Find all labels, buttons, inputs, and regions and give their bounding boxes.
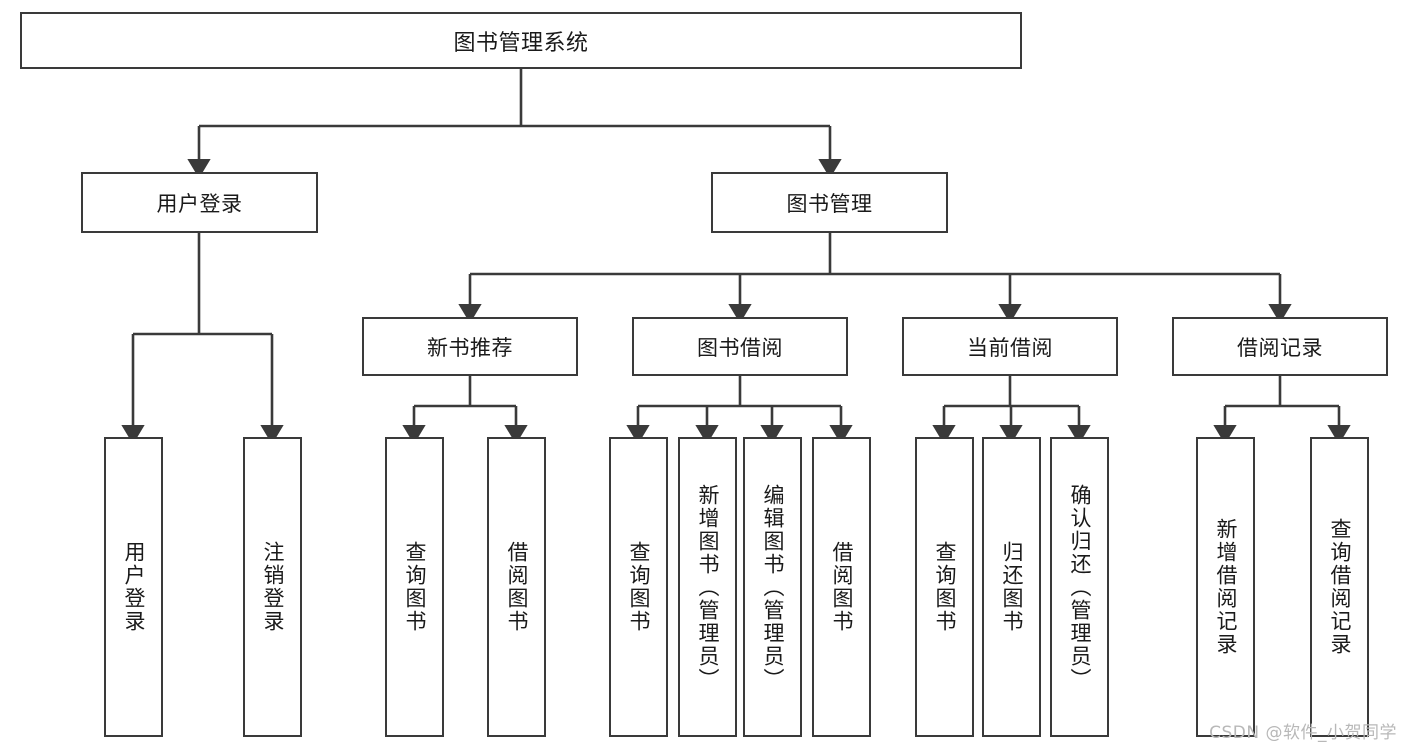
leaf-records-add-record[interactable]: 新增借阅记录 bbox=[1196, 437, 1255, 737]
leaf-label: 借阅图书 bbox=[505, 541, 529, 633]
node-borrow-records[interactable]: 借阅记录 bbox=[1172, 317, 1388, 376]
node-current-borrow[interactable]: 当前借阅 bbox=[902, 317, 1118, 376]
leaf-records-query-record[interactable]: 查询借阅记录 bbox=[1310, 437, 1369, 737]
node-book-management[interactable]: 图书管理 bbox=[711, 172, 948, 233]
leaf-label: 新增图书（管理员） bbox=[696, 483, 720, 691]
leaf-new-book-borrow-book[interactable]: 借阅图书 bbox=[487, 437, 546, 737]
leaf-borrow-add-book-admin[interactable]: 新增图书（管理员） bbox=[678, 437, 737, 737]
leaf-label: 借阅图书 bbox=[830, 541, 854, 633]
node-book-borrow[interactable]: 图书借阅 bbox=[632, 317, 848, 376]
leaf-borrow-borrow-book[interactable]: 借阅图书 bbox=[812, 437, 871, 737]
leaf-label: 用户登录 bbox=[122, 541, 146, 633]
leaf-borrow-edit-book-admin[interactable]: 编辑图书（管理员） bbox=[743, 437, 802, 737]
leaf-label: 归还图书 bbox=[1000, 541, 1024, 633]
node-root-system[interactable]: 图书管理系统 bbox=[20, 12, 1022, 69]
leaf-label: 新增借阅记录 bbox=[1214, 518, 1238, 656]
leaf-label: 编辑图书（管理员） bbox=[761, 483, 785, 691]
leaf-label: 确认归还（管理员） bbox=[1068, 483, 1092, 691]
node-new-book-recommend[interactable]: 新书推荐 bbox=[362, 317, 578, 376]
leaf-borrow-query-book[interactable]: 查询图书 bbox=[609, 437, 668, 737]
node-user-login[interactable]: 用户登录 bbox=[81, 172, 318, 233]
leaf-current-query-book[interactable]: 查询图书 bbox=[915, 437, 974, 737]
leaf-label: 注销登录 bbox=[261, 541, 285, 633]
leaf-current-return-book[interactable]: 归还图书 bbox=[982, 437, 1041, 737]
leaf-new-book-query-book[interactable]: 查询图书 bbox=[385, 437, 444, 737]
leaf-label: 查询图书 bbox=[933, 541, 957, 633]
leaf-user-login-login[interactable]: 用户登录 bbox=[104, 437, 163, 737]
leaf-current-confirm-return-admin[interactable]: 确认归还（管理员） bbox=[1050, 437, 1109, 737]
leaf-label: 查询图书 bbox=[627, 541, 651, 633]
leaf-label: 查询图书 bbox=[403, 541, 427, 633]
leaf-label: 查询借阅记录 bbox=[1328, 518, 1352, 656]
leaf-user-login-logout[interactable]: 注销登录 bbox=[243, 437, 302, 737]
